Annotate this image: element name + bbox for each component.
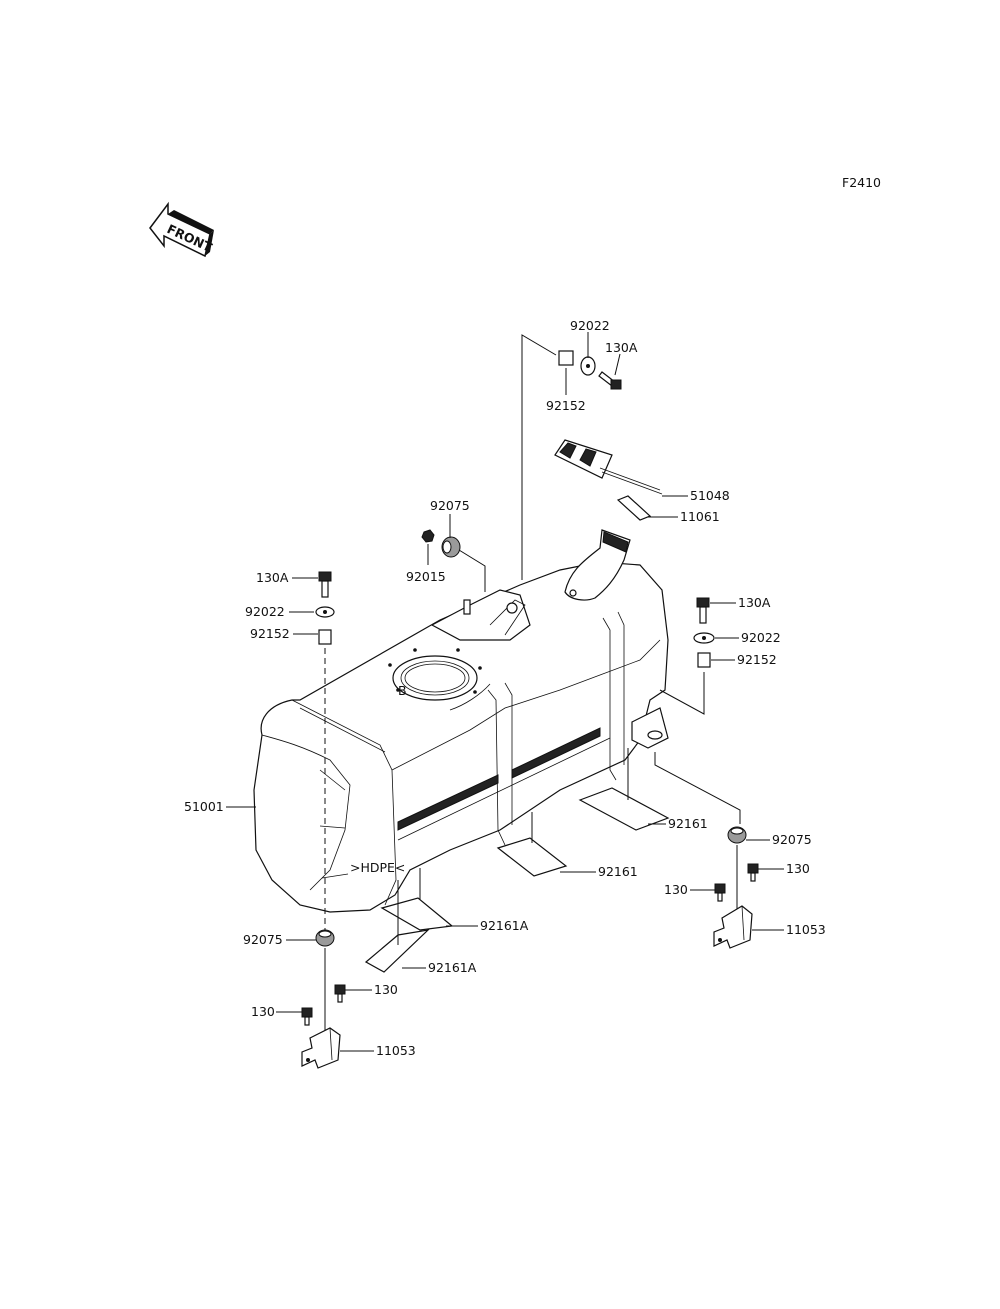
nut-92015 bbox=[421, 529, 435, 543]
spacer-92152-left bbox=[318, 629, 332, 645]
washer-92022-top bbox=[580, 356, 596, 376]
grommet-92075-left bbox=[315, 929, 335, 947]
label-92161-right: 92161 bbox=[668, 816, 708, 831]
spacer-92152-right bbox=[697, 652, 711, 668]
label-130A-left: 130A bbox=[256, 570, 289, 585]
figure-code: F2410 bbox=[842, 175, 881, 190]
pad-92161-right bbox=[578, 787, 670, 831]
label-92152-right: 92152 bbox=[737, 652, 777, 667]
flange-mark: B bbox=[398, 683, 407, 698]
washer-92022-right bbox=[693, 632, 715, 644]
label-92015: 92015 bbox=[406, 569, 446, 584]
bracket-11053-right bbox=[713, 905, 753, 949]
label-92161-mid: 92161 bbox=[598, 864, 638, 879]
label-130A-top: 130A bbox=[605, 340, 638, 355]
label-11061: 11061 bbox=[680, 509, 720, 524]
label-92152-left: 92152 bbox=[250, 626, 290, 641]
bolt-130A-right bbox=[696, 597, 710, 624]
bolt-130-right-a bbox=[747, 863, 759, 882]
gasket-11061 bbox=[616, 495, 652, 521]
pad-92161A-b bbox=[364, 929, 430, 973]
grommet-92075-right bbox=[727, 826, 747, 844]
label-92022-right: 92022 bbox=[741, 630, 781, 645]
pad-92161-mid bbox=[496, 837, 568, 877]
front-arrow-icon: FRONT bbox=[149, 201, 215, 258]
label-92075-right: 92075 bbox=[772, 832, 812, 847]
bolt-130-left-b bbox=[301, 1007, 313, 1026]
pad-92161A-a bbox=[380, 897, 454, 931]
label-92161A-b: 92161A bbox=[428, 960, 477, 975]
label-92075-left: 92075 bbox=[243, 932, 283, 947]
label-130-left-b: 130 bbox=[251, 1004, 275, 1019]
label-92075-top: 92075 bbox=[430, 498, 470, 513]
label-92022-left: 92022 bbox=[245, 604, 285, 619]
tank-mark: >HDPE< bbox=[350, 860, 405, 875]
bolt-130A-left bbox=[318, 571, 332, 598]
filler-cap-51048 bbox=[554, 439, 663, 495]
washer-92022-left bbox=[315, 606, 335, 618]
label-92152-top: 92152 bbox=[546, 398, 586, 413]
label-92161A-a: 92161A bbox=[480, 918, 529, 933]
label-51048: 51048 bbox=[690, 488, 730, 503]
bolt-130A-top bbox=[598, 371, 622, 390]
bolt-130-left-a bbox=[334, 984, 346, 1003]
grommet-92075-top bbox=[441, 536, 461, 558]
label-130-right-a: 130 bbox=[786, 861, 810, 876]
fuel-tank: B >HDPE< bbox=[253, 529, 669, 913]
bolt-130-right-b bbox=[714, 883, 726, 902]
label-92022-top: 92022 bbox=[570, 318, 610, 333]
label-11053-right: 11053 bbox=[786, 922, 826, 937]
label-130A-right: 130A bbox=[738, 595, 771, 610]
bracket-11053-left bbox=[301, 1027, 341, 1069]
label-51001: 51001 bbox=[184, 799, 224, 814]
spacer-92152-top bbox=[558, 350, 574, 366]
label-130-left-a: 130 bbox=[374, 982, 398, 997]
label-130-right-b: 130 bbox=[664, 882, 688, 897]
label-11053-left: 11053 bbox=[376, 1043, 416, 1058]
